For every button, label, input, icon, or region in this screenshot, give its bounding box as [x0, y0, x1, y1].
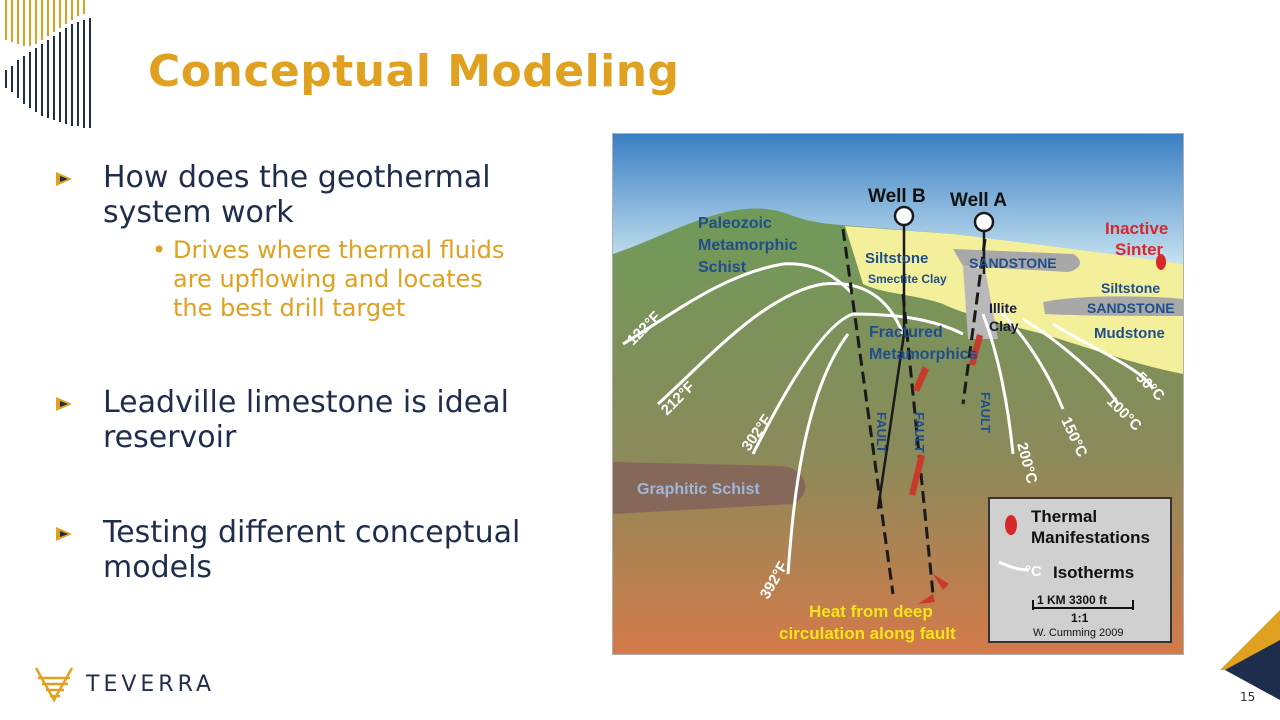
label-illite: Illite [989, 300, 1017, 316]
legend-manifestation-icon [1005, 515, 1017, 535]
bullet-item: Leadville limestone is ideal reservoir [56, 385, 526, 455]
decorative-stripes [0, 0, 100, 130]
label-well-b: Well B [868, 186, 926, 207]
legend-deg-c: °C [1025, 563, 1042, 580]
bullet-arrow-icon [56, 527, 72, 541]
legend-scale: 1 KM 3300 ft [1037, 593, 1107, 607]
legend-manifestations: Manifestations [1031, 528, 1150, 547]
bullet-arrow-icon [56, 397, 72, 411]
legend-credit: W. Cumming 2009 [1033, 627, 1123, 639]
label-siltstone: Siltstone [865, 250, 928, 267]
label-fault-1: FAULT [874, 412, 889, 453]
label-graphitic-schist: Graphitic Schist [637, 481, 760, 498]
label-fault-3: FAULT [978, 392, 993, 433]
legend-box: Thermal Manifestations °C Isotherms 1 KM… [989, 498, 1171, 642]
label-well-a: Well A [950, 190, 1007, 211]
label-sandstone-upper: SANDSTONE [969, 255, 1057, 271]
label-schist: Schist [698, 259, 747, 276]
conceptual-model-figure: Well B Well A Paleozoic Metamorphic Schi… [612, 133, 1184, 655]
bullet-item: How does the geothermal system work • Dr… [56, 160, 526, 323]
legend-isotherms: Isotherms [1053, 563, 1134, 582]
bullet-arrow-icon [56, 172, 72, 186]
label-metamorphic: Metamorphic [698, 237, 798, 254]
legend-ratio: 1:1 [1071, 611, 1089, 625]
logo-mark-icon [36, 668, 72, 700]
sub-bullet-text: Drives where thermal fluids are upflowin… [173, 236, 526, 323]
label-fault-2: FAULT [912, 412, 927, 453]
label-fractured: Fractured [869, 324, 943, 341]
sub-bullet: • Drives where thermal fluids are upflow… [103, 236, 526, 323]
bullet-text: Leadville limestone is ideal reservoir [103, 385, 526, 455]
slide-title: Conceptual Modeling [148, 46, 680, 97]
label-heat-line1: Heat from deep [809, 602, 933, 621]
label-inactive: Inactive [1105, 219, 1168, 238]
label-metamorphics: Metamorphics [869, 346, 978, 363]
bullet-text: How does the geothermal system work [103, 160, 526, 230]
label-sandstone-right: SANDSTONE [1087, 300, 1175, 316]
sub-bullet-dot-icon: • [152, 236, 166, 265]
legend-thermal: Thermal [1031, 507, 1097, 526]
label-mudstone: Mudstone [1094, 325, 1165, 342]
label-clay: Clay [989, 318, 1019, 334]
label-heat-line2: circulation along fault [779, 624, 956, 643]
logo-text: TEVERRA [86, 672, 215, 697]
page-number: 15 [1240, 690, 1255, 704]
cross-section-diagram: Well B Well A Paleozoic Metamorphic Schi… [613, 134, 1183, 654]
label-siltstone-right: Siltstone [1101, 280, 1160, 296]
bullet-item: Testing different conceptual models [56, 515, 526, 585]
bullet-text: Testing different conceptual models [103, 515, 526, 585]
label-sinter: Sinter [1115, 240, 1164, 259]
label-paleozoic: Paleozoic [698, 215, 772, 232]
label-smectite-clay: Smectite Clay [868, 272, 947, 286]
